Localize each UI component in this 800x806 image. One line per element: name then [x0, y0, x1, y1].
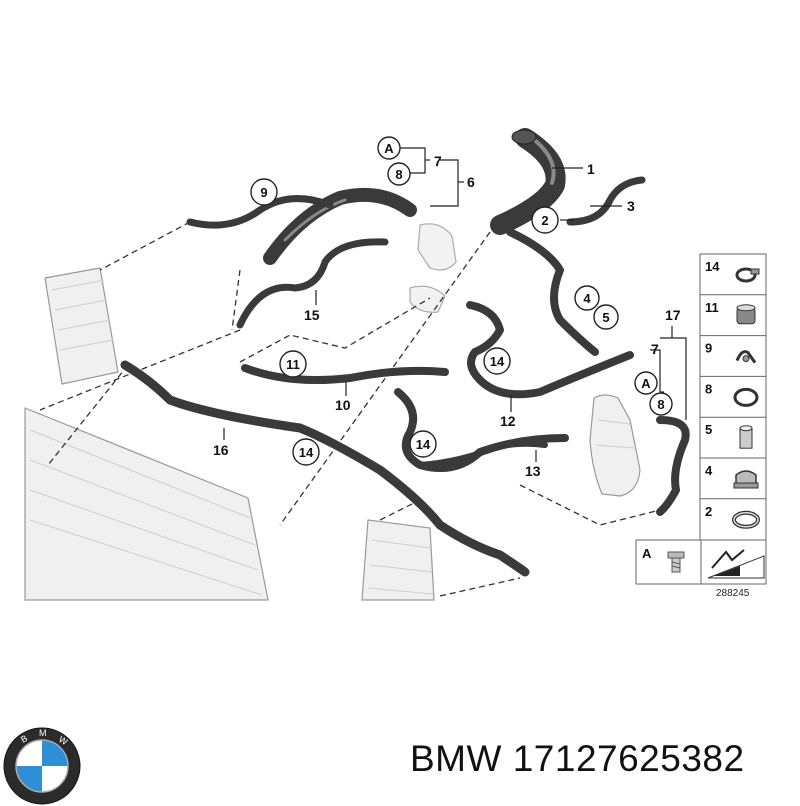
bracket-clamp-icon: [733, 470, 759, 489]
quick-coupling-icon: [736, 304, 756, 325]
label-7: 7: [434, 153, 442, 169]
callout-9: 9: [250, 178, 278, 206]
brand-name: BMW: [410, 738, 502, 779]
svg-text:B: B: [19, 733, 29, 745]
main-radiator: [24, 407, 269, 601]
svg-text:A: A: [384, 141, 394, 156]
legend-number: 4: [705, 463, 713, 478]
svg-text:14: 14: [299, 445, 314, 460]
hose-17: [656, 416, 690, 516]
sleeve-icon: [739, 425, 753, 449]
label-12: 12: [500, 413, 516, 429]
band-clamp-icon: [732, 510, 760, 529]
legend-number: 9: [705, 341, 712, 356]
callout-8-right: 8: [649, 392, 673, 416]
parts-legend: 14 11 9 8 5 4 2: [699, 253, 767, 541]
svg-text:14: 14: [490, 354, 505, 369]
callout-11: 11: [279, 350, 307, 378]
callout-2: 2: [531, 206, 559, 234]
hose-13: [394, 388, 569, 472]
legend-row: 5: [700, 416, 766, 449]
legend-row: 11: [700, 294, 766, 325]
dashed-leaders: [39, 221, 661, 597]
label-6: 6: [467, 174, 475, 190]
callout-4: 4: [574, 285, 600, 311]
hose-6: [263, 187, 417, 265]
legend-number: 8: [705, 381, 712, 396]
bmw-logo-icon: B M W: [3, 727, 81, 805]
label-16: 16: [213, 442, 229, 458]
hose-10: [241, 364, 449, 385]
callout-8-top: 8: [387, 162, 411, 186]
hose-12: [466, 301, 634, 399]
legend-number: 11: [705, 300, 719, 315]
auxiliary-radiator-right: [361, 519, 435, 601]
callout-A-right: A: [634, 371, 658, 395]
o-ring-icon: [733, 387, 759, 407]
legend-number: 2: [705, 504, 712, 519]
label-3: 3: [627, 198, 635, 214]
legend-a-panel: A: [635, 539, 767, 585]
part-labels: 7 6 1 3 15 17 7 10 12 16 13: [213, 153, 681, 479]
callout-A-top: A: [377, 136, 401, 160]
svg-text:11: 11: [286, 357, 300, 372]
legend-number: 5: [705, 422, 712, 437]
water-pump-housing: [409, 223, 457, 313]
hose-9: [186, 195, 334, 229]
legend-number: 14: [705, 259, 720, 274]
hose-4-5: [506, 228, 599, 356]
callout-leaders: [223, 147, 687, 462]
legend-row: 14: [705, 259, 760, 283]
legend-a-label: A: [642, 546, 652, 561]
svg-text:2: 2: [541, 213, 548, 228]
legend-row: 8: [700, 375, 766, 407]
svg-text:4: 4: [583, 291, 591, 306]
svg-text:8: 8: [395, 167, 402, 182]
hose-16: [120, 360, 530, 577]
svg-text:5: 5: [602, 310, 609, 325]
legend-row: 9: [700, 335, 766, 364]
auxiliary-radiator-left: [44, 267, 119, 385]
legend-row: 2: [700, 498, 766, 529]
hose-1: [490, 128, 566, 235]
hose-15: [236, 238, 389, 329]
label-15: 15: [304, 307, 320, 323]
legend-row: 4: [700, 457, 766, 489]
label-1: 1: [587, 161, 595, 177]
reference-number: 288245: [716, 588, 750, 599]
svg-text:14: 14: [416, 437, 431, 452]
callout-14-lower: 14: [409, 430, 437, 458]
svg-text:M: M: [39, 728, 47, 738]
svg-text:8: 8: [657, 397, 664, 412]
screw-plug-icon: [667, 551, 685, 573]
hose-clamp-icon: [735, 267, 760, 283]
hose-3: [566, 176, 646, 226]
sealing-compound-icon: [707, 549, 765, 579]
cooling-hoses-diagram: A 8 9 2 4 5 11 14 A 8 14 14: [24, 128, 767, 601]
svg-text:A: A: [641, 376, 651, 391]
clip-icon: [735, 350, 757, 364]
label-10: 10: [335, 397, 351, 413]
label-7-right: 7: [651, 341, 659, 357]
brand-and-part-number: BMW 17127625382: [410, 738, 745, 780]
label-17: 17: [665, 307, 681, 323]
callout-14-center: 14: [483, 347, 511, 375]
label-13: 13: [525, 463, 541, 479]
callout-14-left: 14: [292, 438, 320, 466]
svg-text:9: 9: [260, 185, 267, 200]
part-number: 17127625382: [512, 738, 745, 779]
expansion-tank: [589, 394, 641, 497]
callout-5: 5: [593, 304, 619, 330]
